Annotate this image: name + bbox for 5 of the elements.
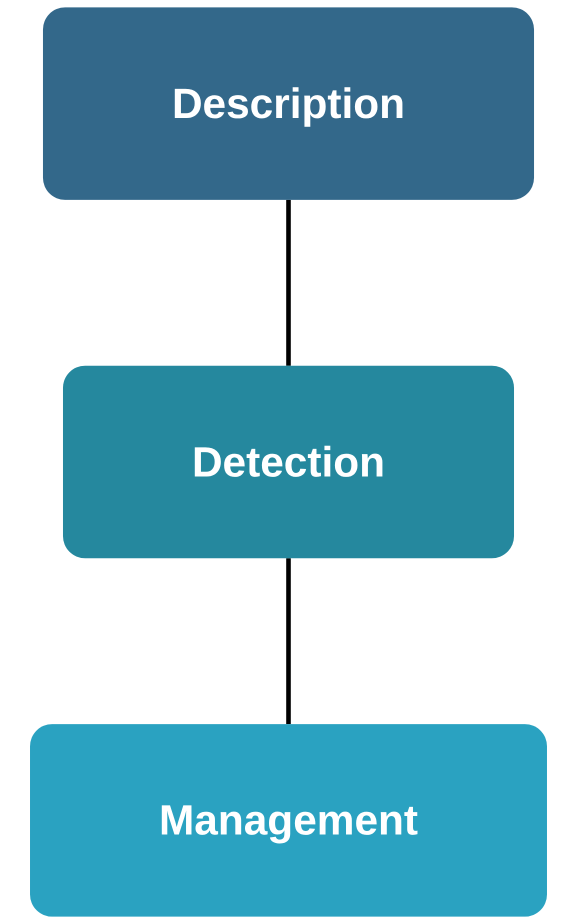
node-box: Management [30, 724, 547, 917]
connector [286, 200, 291, 366]
node-box: Description [42, 7, 534, 200]
connector [286, 558, 291, 724]
node-box: Detection [62, 366, 514, 558]
